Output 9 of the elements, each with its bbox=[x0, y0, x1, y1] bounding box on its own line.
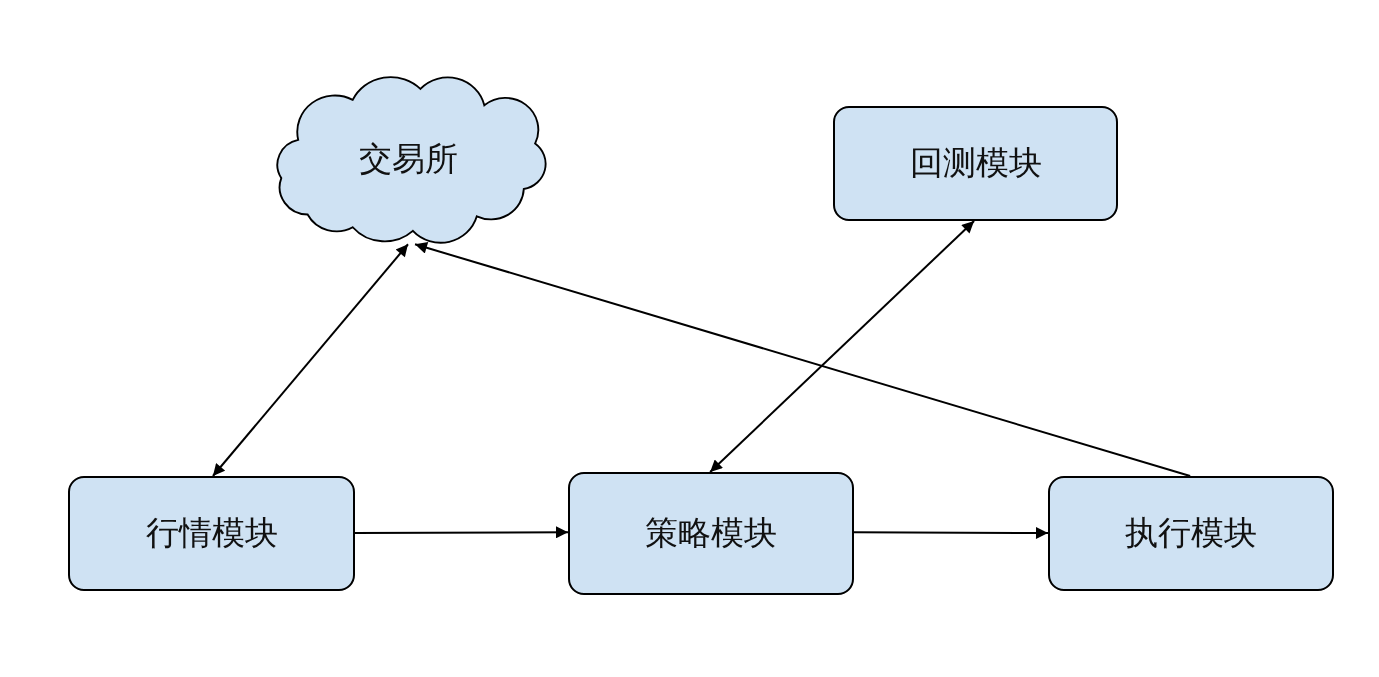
process-box: 策略模块 bbox=[568, 472, 854, 595]
process-box: 执行模块 bbox=[1048, 476, 1334, 591]
arrow bbox=[354, 526, 569, 539]
arrow bbox=[853, 527, 1049, 539]
arrow bbox=[709, 220, 976, 473]
arrow bbox=[414, 241, 1192, 477]
process-box: 行情模块 bbox=[68, 476, 355, 591]
arrow bbox=[211, 243, 409, 477]
process-box: 回测模块 bbox=[833, 106, 1118, 221]
